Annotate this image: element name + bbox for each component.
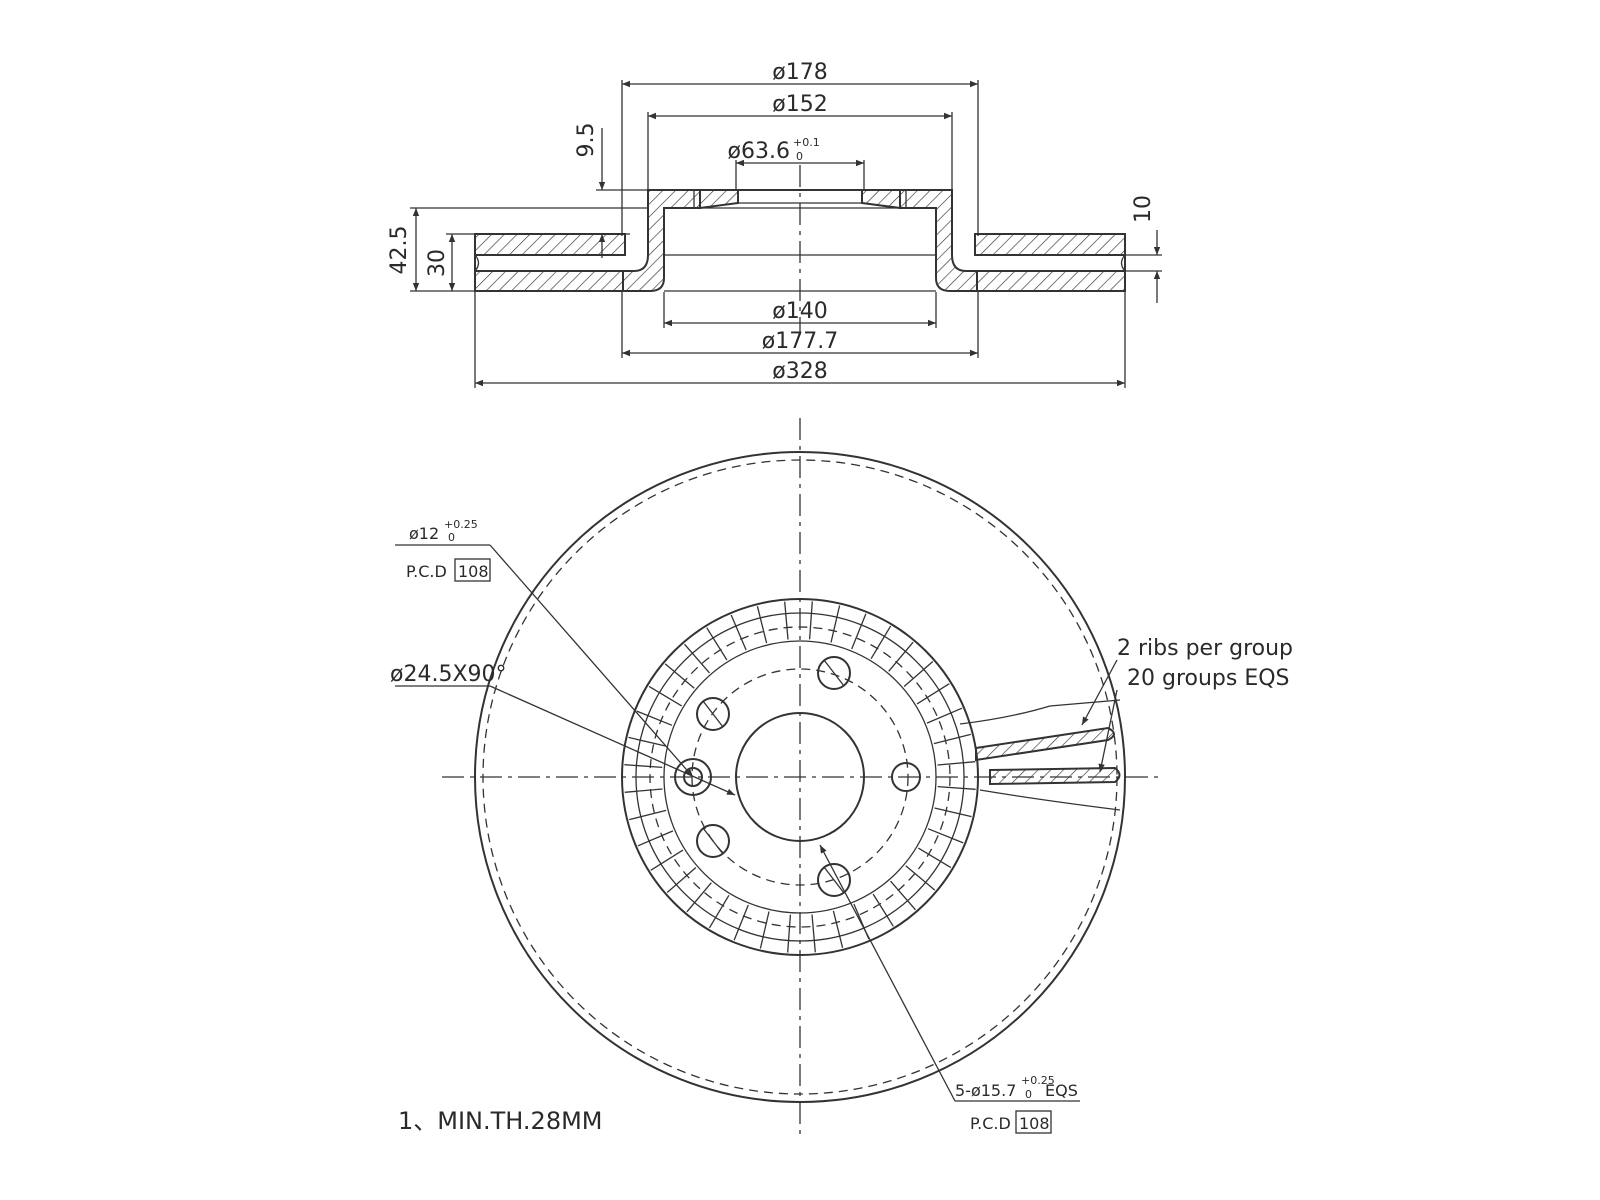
cooling-rib — [851, 613, 867, 650]
cooling-rib — [628, 736, 666, 747]
cooling-rib — [756, 606, 768, 644]
cooling-rib — [624, 788, 663, 793]
cooling-rib — [624, 764, 663, 769]
stud-hole — [696, 697, 730, 731]
dim-d152: ø152 — [772, 92, 827, 117]
callout-ribs-line1: 2 ribs per group — [1117, 636, 1293, 661]
dim-30: 30 — [425, 249, 450, 277]
cooling-rib — [890, 880, 916, 911]
cooling-rib — [872, 893, 894, 927]
callout-bolt-hole-tol-lower: 0 — [448, 531, 455, 544]
cooling-rib — [917, 847, 952, 869]
locating-hole — [891, 762, 921, 792]
dim-d63-6-tol-upper: +0.1 — [793, 136, 820, 149]
cooling-rib — [916, 683, 950, 705]
cooling-rib — [684, 643, 710, 674]
callout-stud-holes-pcd-label: P.C.D — [970, 1114, 1011, 1133]
callout-bolt-hole-dia: ø12 — [409, 524, 439, 543]
cooling-rib — [937, 785, 976, 790]
stud-holes — [696, 656, 851, 897]
dim-d177-7: ø177.7 — [762, 329, 838, 354]
callout-bolt-hole-pcd-label: P.C.D — [406, 562, 447, 581]
cooling-rib — [650, 849, 684, 871]
stud-hole — [817, 656, 851, 690]
bolt-hole-callout: ø12 +0.25 0 P.C.D 108 — [406, 518, 491, 582]
callout-bolt-hole-tol-upper: +0.25 — [444, 518, 478, 531]
cooling-rib — [706, 627, 728, 661]
dim-10: 10 — [1131, 195, 1156, 223]
callout-stud-holes-pcd-value: 108 — [1019, 1114, 1050, 1133]
cooling-rib — [686, 882, 712, 913]
dim-d140: ø140 — [772, 299, 827, 324]
cooling-rib — [784, 601, 789, 640]
plan-view — [395, 418, 1158, 1138]
cooling-rib — [905, 865, 936, 891]
stud-hole — [817, 863, 851, 897]
cooling-rib — [937, 761, 976, 766]
cooling-rib — [933, 733, 971, 745]
bolt-hole-chamfer — [674, 758, 712, 796]
cooling-rib — [903, 661, 934, 687]
dim-42-5: 42.5 — [387, 226, 412, 275]
note-min-thickness: 1、MIN.TH.28MM — [398, 1107, 603, 1135]
cooling-rib — [934, 807, 972, 818]
callout-ribs-line2: 20 groups EQS — [1127, 666, 1290, 691]
cooling-rib — [636, 710, 673, 726]
cooling-rib — [830, 605, 841, 643]
stud-holes-callout: 5-ø15.7 +0.25 0 EQS P.C.D 108 — [955, 1074, 1078, 1134]
callout-stud-holes-tol-upper: +0.25 — [1021, 1074, 1055, 1087]
cooling-rib — [926, 707, 963, 724]
bolt-hole — [683, 767, 703, 787]
dim-d63-6-tol-lower: 0 — [796, 150, 803, 163]
cooling-rib — [664, 663, 695, 689]
cooling-ribs — [624, 601, 976, 953]
cooling-rib — [708, 894, 730, 929]
dim-9-5: 9.5 — [574, 123, 599, 158]
callout-bolt-hole-pcd-value: 108 — [458, 562, 489, 581]
cooling-rib — [730, 614, 747, 651]
cooling-rib — [888, 641, 914, 672]
cooling-rib — [870, 625, 892, 660]
dim-d328: ø328 — [772, 359, 827, 384]
stud-hole — [696, 824, 730, 858]
section-view: ø178 ø152 ø63.6 +0.1 0 ø140 ø177.7 ø328 … — [387, 60, 1162, 388]
callout-stud-holes: 5-ø15.7 — [955, 1081, 1016, 1100]
cooling-rib — [811, 914, 816, 953]
cooling-rib — [666, 867, 697, 893]
callout-chamfer: ø24.5X90° — [390, 662, 507, 687]
dim-d63-6: ø63.6 — [728, 139, 790, 164]
cooling-rib — [832, 910, 844, 948]
cooling-rib — [637, 830, 674, 847]
callout-stud-holes-tol-lower: 0 — [1025, 1088, 1032, 1101]
cooling-rib — [759, 911, 770, 949]
cooling-rib — [787, 914, 792, 953]
dim-d178: ø178 — [772, 60, 827, 85]
cooling-rib — [733, 904, 749, 941]
cooling-rib — [629, 809, 667, 821]
callout-stud-holes-suffix: EQS — [1045, 1081, 1078, 1100]
cooling-rib — [648, 685, 683, 707]
cooling-rib — [927, 828, 964, 844]
cooling-rib — [808, 601, 813, 640]
